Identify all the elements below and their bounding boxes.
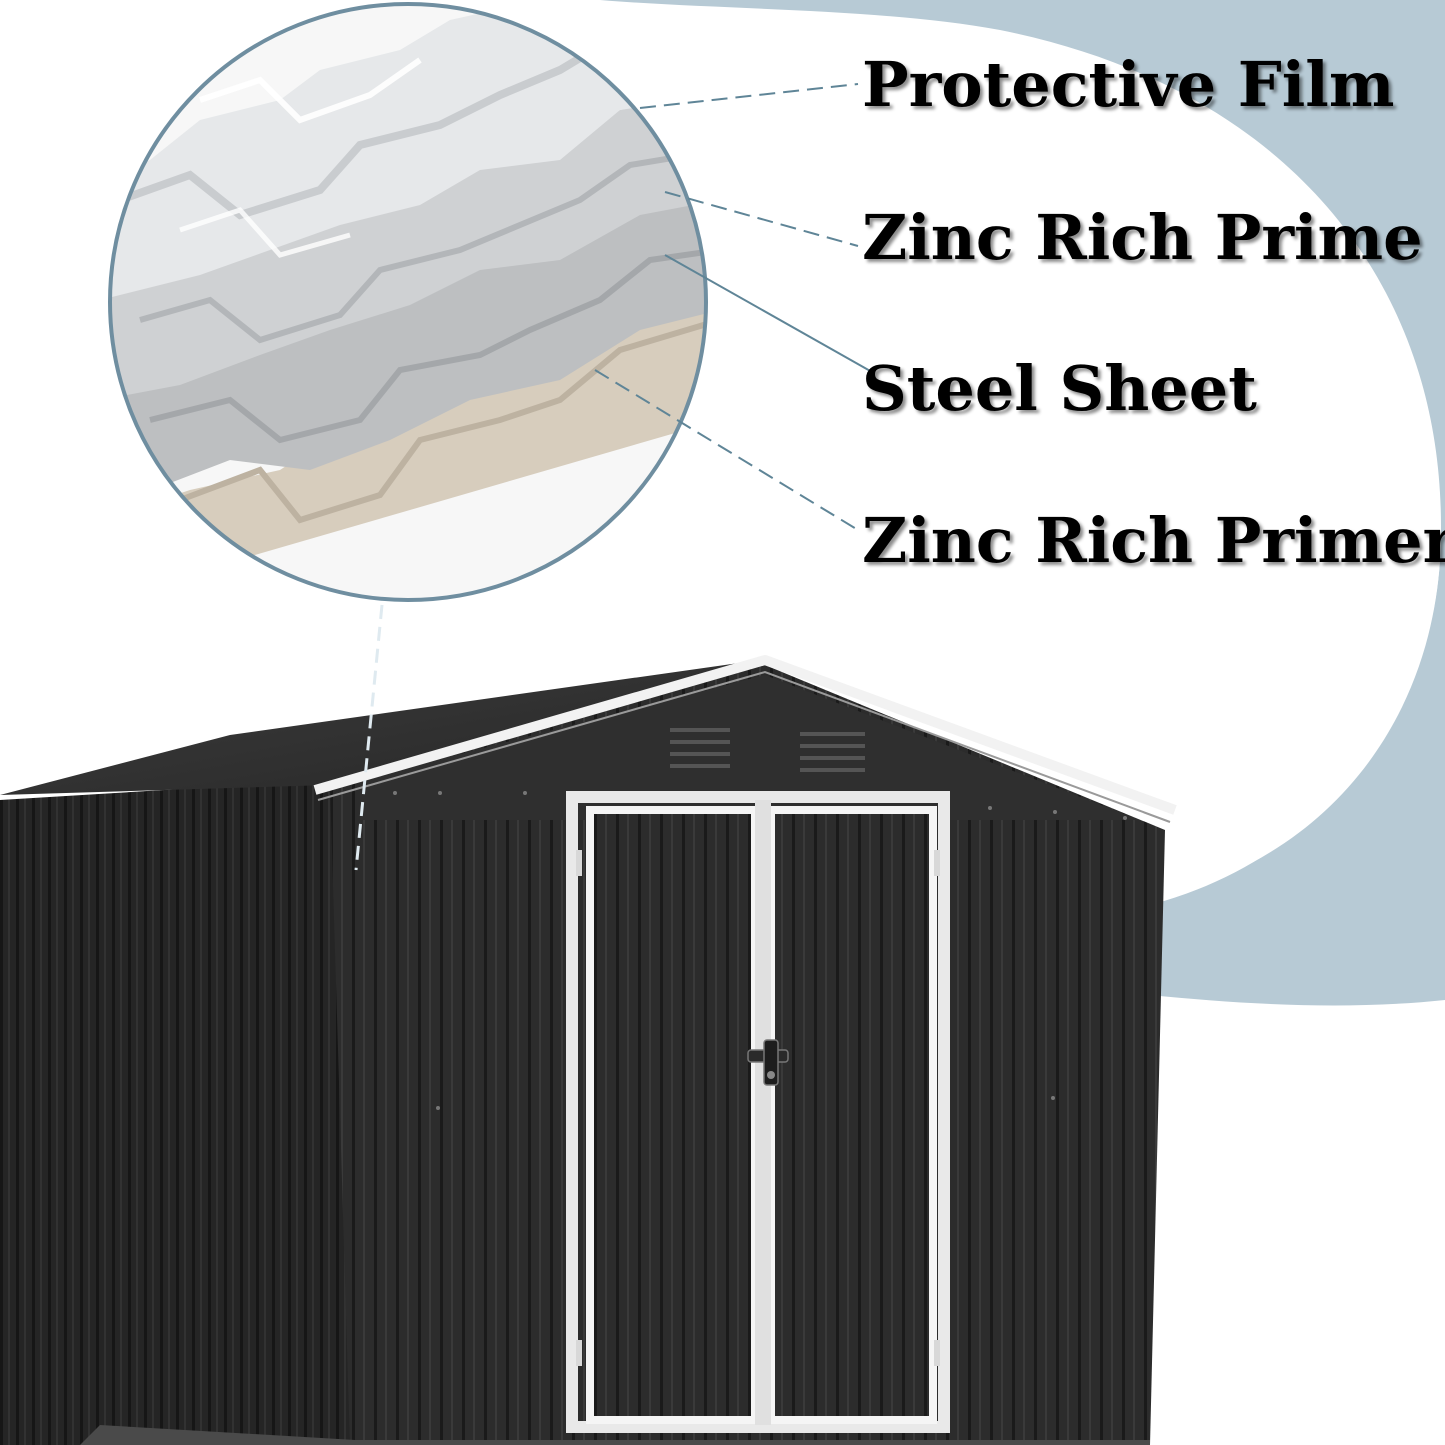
- label-zinc-rich-prime: Zinc Rich Prime: [862, 201, 1423, 274]
- leader-line-steel-sheet: [664, 254, 873, 373]
- shed-side-roof: [0, 660, 760, 795]
- leader-line-zinc-rich-prime: [664, 191, 859, 247]
- layer-prime: [110, 90, 706, 400]
- label-zinc-rich-primer: Zinc Rich Primer: [862, 504, 1445, 577]
- door-frame: [566, 791, 950, 1433]
- door-latch: [747, 1039, 789, 1086]
- leader-line-protective-film: [639, 83, 859, 109]
- door-hinges: [576, 850, 940, 1366]
- door-right: [767, 806, 937, 1424]
- label-steel-sheet: Steel Sheet: [862, 352, 1257, 425]
- zoom-detail: [110, 4, 706, 600]
- leader-line-zinc-rich-primer: [594, 369, 859, 531]
- vent-left: [670, 728, 730, 768]
- door-center-seam: [755, 800, 771, 1425]
- label-protective-film: Protective Film: [862, 48, 1395, 121]
- zoom-circle-border: [108, 2, 708, 602]
- layer-steel: [110, 180, 706, 510]
- door-left: [586, 806, 759, 1424]
- shed-side-wall: [0, 780, 360, 1445]
- vent-right: [800, 732, 865, 772]
- shed-roof-trim: [313, 655, 1177, 815]
- shed-base-trim: [80, 1425, 1150, 1445]
- shed-gable: [360, 675, 1140, 820]
- background-swoosh-inner: [610, 31, 1440, 996]
- shed-roof-trim-shadow: [317, 670, 1171, 823]
- background-swoosh: [600, 0, 1445, 1006]
- wall-bolts: [393, 791, 1127, 1110]
- leader-line-shed: [354, 604, 384, 871]
